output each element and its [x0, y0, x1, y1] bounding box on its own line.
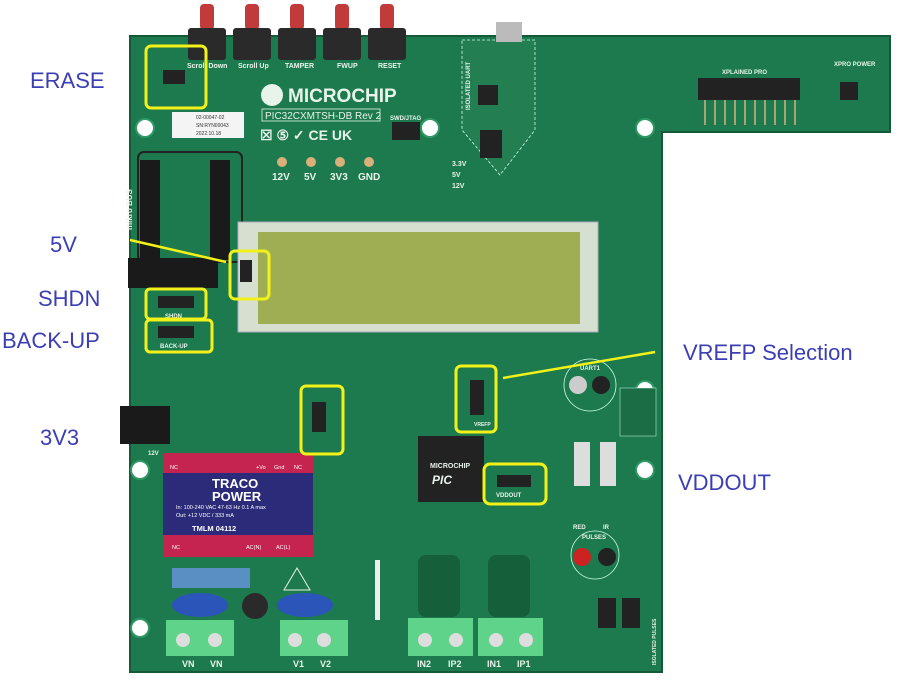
- psu-pin: NC: [170, 465, 178, 471]
- terminal-label: IN1: [487, 659, 501, 669]
- traco-power-module: NC +Vo Gnd NC NC AC(N) AC(L) In: 100-240…: [163, 453, 313, 557]
- terminal-label: IN2: [417, 659, 431, 669]
- board-model: PIC32CXMTSH-DB Rev 2: [265, 111, 382, 122]
- dc-jack: [120, 406, 170, 444]
- lcd-panel: [258, 232, 580, 324]
- ir-label: IR: [603, 525, 610, 531]
- highlight-vddout: [482, 462, 548, 506]
- high-voltage-icon: [283, 567, 311, 591]
- led-label: 5V: [452, 172, 461, 179]
- terminal-label: VN: [210, 659, 223, 669]
- arrow-vrefp: [502, 350, 656, 380]
- sticker-line: 2022.10.18: [196, 131, 221, 137]
- terminal-label: IP2: [448, 659, 462, 669]
- shdn-silk: SHDN: [165, 314, 182, 320]
- isolated-uart-label: ISOLATED UART: [466, 61, 472, 110]
- usb-connector: [496, 22, 522, 42]
- terminal-label: VN: [182, 659, 195, 669]
- highlight-erase: [144, 44, 208, 110]
- psu-pin: +Vo: [256, 465, 266, 471]
- capacitor: [172, 568, 250, 588]
- microchip-logo-icon: [261, 84, 283, 106]
- led-label: 12V: [452, 183, 465, 190]
- mikrobus-label: mikro BUS: [125, 188, 134, 230]
- j19-header: [619, 387, 657, 437]
- pulses-label: PULSES: [582, 535, 606, 541]
- button-label: RESET: [378, 63, 402, 70]
- highlight-5v: [228, 249, 271, 301]
- led-label: 3.3V: [452, 161, 467, 168]
- vddout-silk: VDDOUT: [496, 493, 522, 499]
- tp-label: 12V: [272, 172, 290, 183]
- highlight-vrefp: [454, 364, 498, 434]
- highlight-3v3: [299, 384, 345, 456]
- xpro-power-header: [840, 82, 858, 100]
- pcb-board: [129, 35, 891, 673]
- mcu-chip: [418, 436, 484, 502]
- psu-pin: NC: [172, 545, 180, 551]
- highlight-boxes: [144, 44, 548, 506]
- serial-sticker: [172, 112, 244, 138]
- psu-pin: AC(L): [276, 545, 291, 551]
- tp-label: 3V3: [330, 172, 348, 183]
- isolated-pulses-label: ISOLATED PULSES: [652, 618, 658, 665]
- psu-brand: POWER: [212, 489, 262, 504]
- dc-jack-label: 12V: [148, 451, 159, 457]
- compliance-marks: ☒ ⑤ ✓ CE UK: [260, 127, 352, 143]
- sticker-line: 02-00047-02: [196, 115, 225, 121]
- highlight-backup: [144, 318, 214, 354]
- button-label: TAMPER: [285, 63, 314, 70]
- callout-backup: BACK-UP: [2, 328, 100, 353]
- callout-shdn: SHDN: [38, 286, 101, 311]
- swd-connector: [392, 122, 420, 140]
- erase-jumper: [163, 70, 185, 84]
- swd-label: SWD/JTAG: [390, 116, 422, 122]
- battery-holder: [128, 258, 218, 288]
- callout-3v3: 3V3: [40, 425, 80, 450]
- backup-silk: BACK-UP: [160, 344, 188, 350]
- xplained-header: [698, 78, 800, 100]
- tp-label: GND: [358, 172, 380, 183]
- mcu-label: PIC: [432, 473, 452, 487]
- button-label: FWUP: [337, 63, 358, 70]
- push-buttons: [188, 4, 406, 60]
- psu-input-spec: In: 100-240 VAC 47-63 Hz 0.1 A max: [176, 505, 266, 511]
- mcu-brand: MICROCHIP: [430, 463, 470, 470]
- sticker-line: SN:RYN00043: [196, 123, 229, 129]
- callout-erase: ERASE: [30, 68, 105, 93]
- button-label: Scroll Up: [238, 63, 269, 70]
- xpro-power-label: XPRO POWER: [834, 62, 876, 68]
- terminal-label: V1: [293, 659, 304, 669]
- red-label: RED: [573, 525, 586, 531]
- xplained-label: XPLAINED PRO: [722, 70, 767, 76]
- psu-pin: NC: [294, 465, 302, 471]
- callout-5v: 5V: [50, 232, 77, 257]
- callout-vrefp: VREFP Selection: [683, 340, 853, 365]
- arrow-5v: [129, 238, 227, 264]
- terminal-label: IP1: [517, 659, 531, 669]
- callout-vddout: VDDOUT: [678, 470, 771, 495]
- vrefp-silk: VREFP: [474, 422, 491, 428]
- uart1-label: UART1: [580, 366, 601, 372]
- psu-pin: Gnd: [274, 465, 284, 471]
- terminal-label: V2: [320, 659, 331, 669]
- tp-label: 5V: [304, 172, 317, 183]
- psu-output-spec: Out: +12 VDC / 333 mA: [176, 513, 234, 519]
- brand-logo: MICROCHIP: [288, 86, 397, 107]
- psu-pin: AC(N): [246, 545, 261, 551]
- psu-model: TMLM 04112: [192, 524, 236, 533]
- psu-brand: TRACO: [212, 476, 258, 491]
